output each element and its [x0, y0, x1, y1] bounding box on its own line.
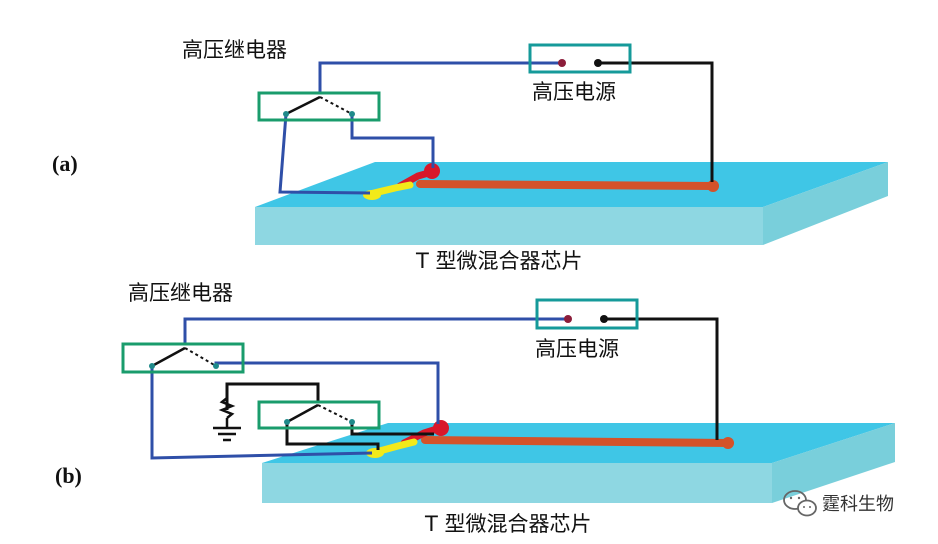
high-voltage-power-b: 高压电源 [535, 298, 639, 361]
relay-terminal-right [349, 111, 355, 117]
power-label: 高压电源 [535, 337, 619, 361]
relay-terminal-left [284, 419, 290, 425]
power-terminal-positive [558, 59, 566, 67]
yellow-inlet-reservoir [366, 448, 384, 458]
outlet-reservoir [722, 437, 734, 449]
power-terminal-negative [594, 59, 602, 67]
watermark: 霆科生物 [783, 490, 894, 517]
power-terminal-positive [564, 315, 572, 323]
relay-switch-arm [286, 403, 319, 424]
microfluidic-chip-a [255, 162, 888, 245]
relay-open-contact [184, 347, 217, 367]
power-to-outlet-wire [598, 61, 714, 182]
relay-label: 高压继电器 [128, 281, 233, 305]
high-voltage-relay-b: 高压继电器 [121, 281, 245, 374]
relay-terminal-left [149, 363, 155, 369]
chip-front-face [255, 207, 763, 245]
ground-resistor [218, 397, 236, 419]
relay-left-to-yellow-wire [278, 113, 371, 195]
relay1-right-wire [214, 361, 440, 424]
relay1-to-power-wire [183, 317, 568, 344]
chip-label-a: T 型微混合器芯片 [415, 249, 583, 273]
high-voltage-power-a: 高压电源 [528, 43, 632, 104]
power-terminal-negative [600, 315, 608, 323]
red-inlet-reservoir [433, 420, 449, 436]
chip-side-face [772, 423, 895, 503]
relay1-left-wire [150, 366, 373, 460]
panel-a: 高压继电器 高压电源 (a) T 型微混合器芯片 [52, 38, 888, 273]
relay2-left-wire [285, 424, 380, 450]
relay-box [121, 342, 245, 374]
relay-switch-arm [151, 346, 186, 368]
t-channel-a [363, 163, 719, 200]
panel-b: 高压继电器 高压电源 (b) T 型微混合器芯片 [55, 281, 895, 536]
relay-open-contact [319, 96, 353, 115]
relay-box [257, 400, 381, 430]
main-channel [416, 180, 719, 190]
relay-open-contact [317, 404, 353, 423]
wechat-icon [783, 490, 817, 517]
panel-label-b: (b) [55, 463, 82, 488]
relay-switch-arm [285, 95, 321, 116]
red-inlet-reservoir [424, 163, 440, 179]
relay-terminal-right [349, 419, 355, 425]
relay-to-power-wire [318, 61, 562, 93]
relay-box [257, 91, 381, 122]
panel-label-a: (a) [52, 151, 78, 176]
ground-wire [225, 382, 320, 410]
chip-label-b: T 型微混合器芯片 [424, 512, 592, 536]
power-box [535, 298, 639, 330]
chip-front-face [262, 463, 772, 503]
relay-terminal-left [283, 111, 289, 117]
outlet-reservoir [707, 180, 719, 192]
relay-terminal-right [213, 363, 219, 369]
brand-text: 霆科生物 [822, 494, 894, 515]
power-box [528, 43, 632, 74]
relay-right-to-red-wire [350, 114, 435, 168]
power-to-outlet-wire [604, 317, 719, 440]
grounding-relay-b [257, 400, 381, 430]
ground-symbol-icon [213, 397, 241, 442]
chip-side-face [763, 162, 888, 245]
power-label: 高压电源 [532, 80, 616, 104]
high-voltage-relay-a: 高压继电器 [182, 38, 381, 122]
wiring-a [278, 61, 714, 195]
main-channel [421, 436, 734, 447]
relay-label: 高压继电器 [182, 38, 287, 62]
